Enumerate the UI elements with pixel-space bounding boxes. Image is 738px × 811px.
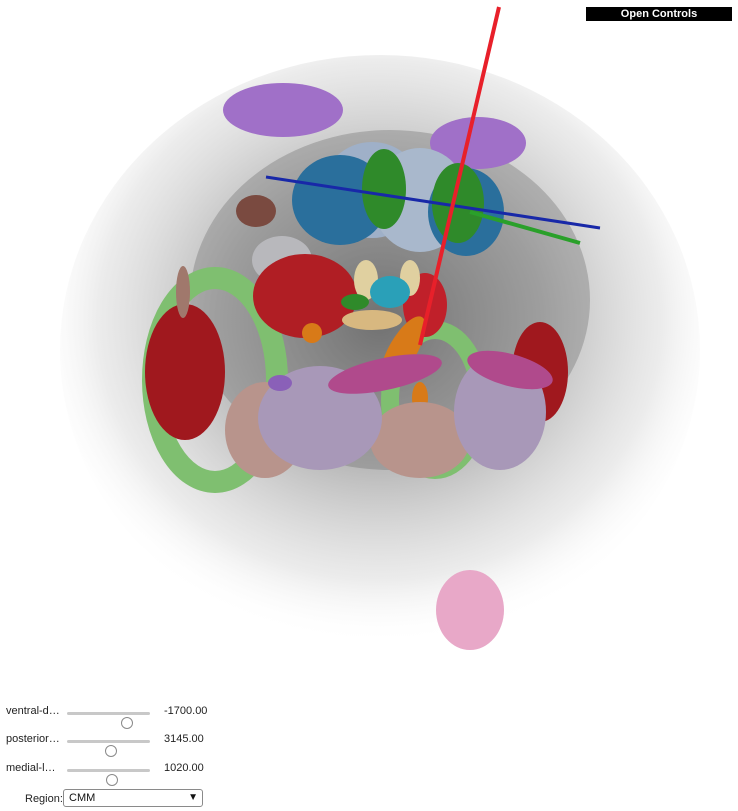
region-red-left (145, 304, 225, 440)
region-green-small (341, 294, 369, 310)
region-green-right (432, 163, 484, 243)
slider-track[interactable] (67, 769, 150, 786)
slider-medial-lateral: medial-lat... 1020.00 (0, 758, 230, 786)
axis-red (418, 6, 501, 346)
brain-hull (60, 55, 700, 645)
brain-render (60, 6, 700, 650)
slider-ventral-dorsal: ventral-dor... -1700.00 (0, 701, 230, 729)
region-pink-bottom (436, 570, 504, 650)
region-pinkbrown-right (370, 402, 470, 478)
region-magenta-left (328, 354, 442, 394)
3d-viewport[interactable] (0, 0, 738, 690)
slider-value: 3145.00 (164, 733, 204, 745)
slider-track[interactable] (67, 712, 150, 729)
slider-knob[interactable] (106, 774, 118, 786)
axis-green (469, 210, 581, 245)
slider-posterior-anterior: posterior-a... 3145.00 (0, 729, 230, 757)
slider-value: 1020.00 (164, 762, 204, 774)
slider-value: -1700.00 (164, 705, 208, 717)
region-select[interactable]: CMM ▼ (63, 789, 203, 807)
slider-label: posterior-a... (6, 733, 60, 745)
region-brown-small (236, 195, 276, 227)
region-magenta-right (467, 350, 553, 390)
slider-label: ventral-dor... (6, 705, 60, 717)
chevron-down-icon: ▼ (188, 792, 198, 803)
region-label: Region: (25, 793, 63, 805)
open-controls-button[interactable]: Open Controls (586, 7, 732, 21)
slider-label: medial-lat... (6, 762, 60, 774)
slider-knob[interactable] (105, 745, 117, 757)
slider-knob[interactable] (121, 717, 133, 729)
region-selected-value: CMM (69, 792, 96, 804)
region-purple-right (430, 117, 526, 169)
region-red-upper (253, 254, 357, 338)
region-brown-tall (176, 266, 190, 318)
region-green-left (362, 149, 406, 229)
region-tan-bar (342, 310, 402, 330)
region-lavender-small (268, 375, 292, 391)
region-orange-small (302, 323, 322, 343)
slider-track[interactable] (67, 740, 150, 757)
axis-blue (265, 175, 601, 230)
region-purple-left (223, 83, 343, 137)
region-teal (370, 276, 410, 308)
